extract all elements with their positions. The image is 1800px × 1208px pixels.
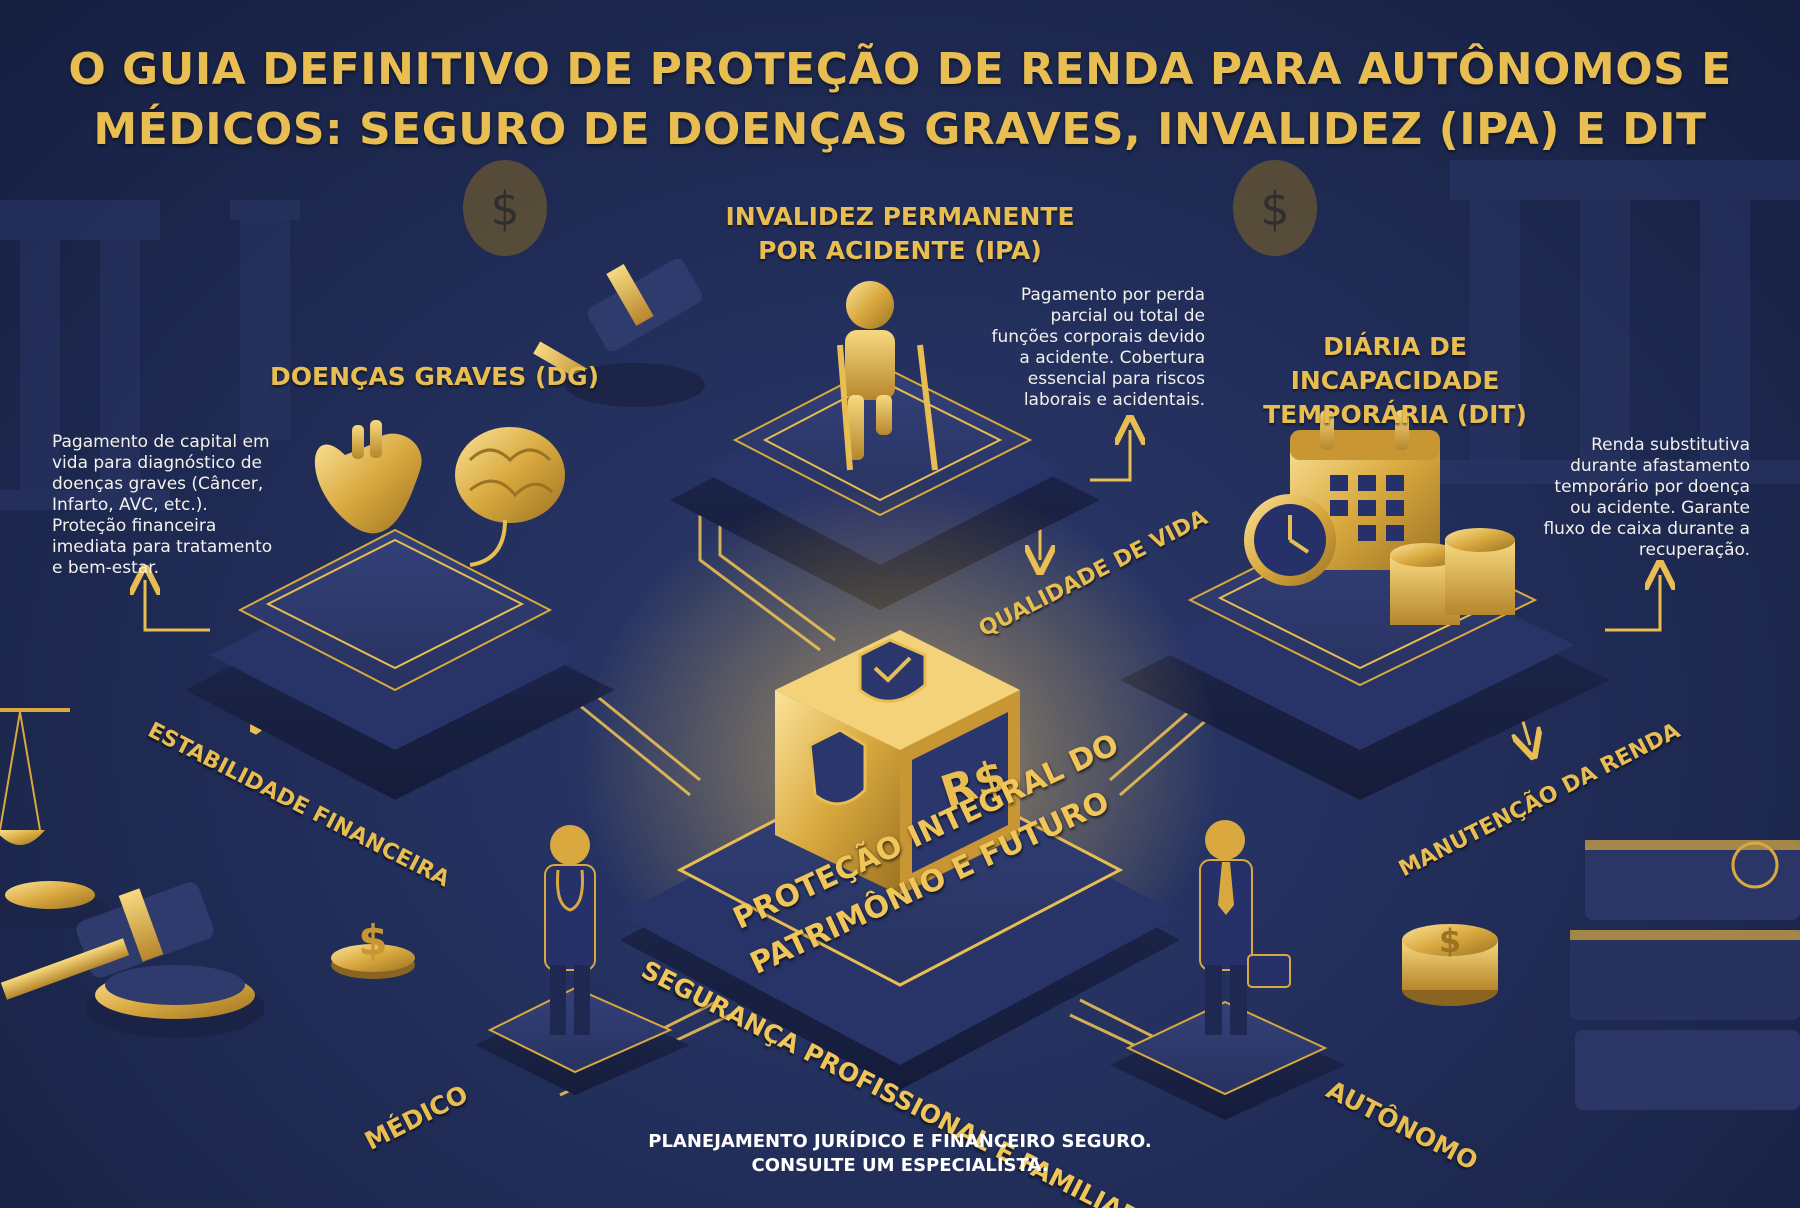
svg-text:$: $ (1260, 182, 1289, 236)
gavel-top-icon (533, 258, 705, 407)
dollar-coin-left: $ (331, 916, 415, 979)
footer-line1: PLANEJAMENTO JURÍDICO E FINANCEIRO SEGUR… (648, 1131, 1152, 1152)
svg-text:$: $ (490, 182, 519, 236)
coin-stack-right: $ (1402, 922, 1498, 1006)
doctor-figure (544, 825, 596, 1035)
scales-icon (0, 700, 110, 928)
ipa-description: Pagamento por perda parcial ou total de … (991, 285, 1205, 410)
background-coin-right: $ (1233, 160, 1317, 256)
page-title: O GUIA DEFINITIVO DE PROTEÇÃO DE RENDA P… (68, 44, 1732, 155)
gavel-bottom-icon (0, 882, 265, 1038)
platform-dit (1120, 410, 1610, 800)
background-columns-left (0, 200, 300, 510)
svg-text:$: $ (358, 916, 387, 965)
platform-dg (185, 420, 615, 800)
background-columns-right (1440, 160, 1800, 484)
heart-icon (314, 420, 422, 534)
freelancer-platform (1110, 1000, 1345, 1120)
footer-line2: CONSULTE UM ESPECIALISTA. (751, 1155, 1049, 1176)
brain-icon (455, 427, 565, 567)
footer-text: PLANEJAMENTO JURÍDICO E FINANCEIRO SEGUR… (500, 1130, 1300, 1178)
svg-text:$: $ (1439, 922, 1461, 960)
coin-stacks-dit (1390, 528, 1515, 625)
safe-icon (775, 630, 1020, 895)
law-books-icon (1570, 840, 1800, 1110)
dit-heading: DIÁRIA DE INCAPACIDADE TEMPORÁRIA (DIT) (1263, 332, 1527, 429)
clock-icon (1244, 494, 1336, 586)
businessman-figure (1199, 820, 1291, 1035)
dg-heading: DOENÇAS GRAVES (DG) (270, 362, 600, 391)
dit-description: Renda substitutiva durante afastamento t… (1543, 435, 1750, 560)
dg-description: Pagamento de capital em vida para diagnó… (52, 432, 273, 578)
person-with-crutch-icon (837, 281, 938, 471)
background-coin-left: $ (463, 160, 547, 256)
ipa-heading: INVALIDEZ PERMANENTE POR ACIDENTE (IPA) (725, 202, 1075, 265)
